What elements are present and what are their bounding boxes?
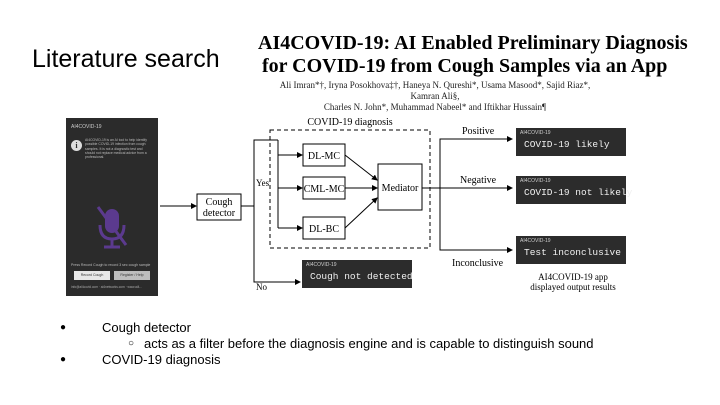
result-app-label: AI4COVID-19	[520, 130, 551, 136]
bullet-glyph: ●	[60, 354, 67, 365]
paper-title-line-1: AI4COVID-19: AI Enabled Preliminary Diag…	[258, 32, 688, 54]
result-text-inconclusive: Test inconclusive	[524, 247, 621, 258]
engine-label-cml-mc: CML-MC	[304, 184, 345, 195]
result-card-positive: AI4COVID-19 COVID-19 likely	[516, 128, 626, 156]
mediator-box	[377, 163, 423, 211]
no-branch-line	[253, 206, 301, 285]
cough-detector-label-1: Cough	[206, 197, 233, 208]
diagnosis-group-label: COVID-19 diagnosis	[307, 117, 392, 128]
bullet-text: COVID-19 diagnosis	[102, 352, 221, 367]
result-text-no-cough: Cough not detected	[310, 271, 413, 282]
authors-line-2: Charles N. John*, Muhammad Nabeel* and I…	[323, 102, 547, 112]
result-app-label: AI4COVID-19	[520, 238, 551, 244]
caption-line-1: AI4COVID-19 app	[538, 272, 608, 282]
cough-detector-box	[196, 193, 242, 221]
info-icon: i	[71, 140, 82, 151]
results-caption: AI4COVID-19 app displayed output results	[518, 272, 628, 292]
paper-title: AI4COVID-19: AI Enabled Preliminary Diag…	[258, 32, 688, 78]
mediator-label: Mediator	[382, 183, 419, 194]
register-button[interactable]: Register / Help	[114, 271, 150, 280]
inconclusive-label: Inconclusive	[452, 258, 504, 269]
positive-label: Positive	[462, 126, 495, 137]
positive-arrow	[422, 136, 513, 189]
result-card-inconclusive: AI4COVID-19 Test inconclusive	[516, 236, 626, 264]
engine-label-dl-bc: DL-BC	[309, 224, 339, 235]
muted-microphone-icon	[96, 206, 128, 249]
phone-press-text: Press Record Cough to record 3 sec cough…	[71, 263, 151, 267]
slide-title: Literature search	[32, 45, 220, 73]
yes-label: Yes	[256, 178, 270, 188]
result-text-negative: COVID-19 not likely	[524, 187, 633, 198]
inconclusive-arrow	[439, 188, 513, 253]
bullet-glyph: ●	[60, 322, 67, 333]
result-app-label: AI4COVID-19	[306, 262, 337, 268]
phone-app-title: AI4COVID-19	[71, 124, 102, 130]
result-card-negative: AI4COVID-19 COVID-19 not likely	[516, 176, 632, 204]
result-text-positive: COVID-19 likely	[524, 139, 610, 150]
cough-detector-label-2: detector	[203, 208, 236, 219]
engine-label-dl-mc: DL-MC	[308, 151, 341, 162]
no-label: No	[256, 282, 267, 292]
paper-title-line-2: for COVID-19 from Cough Samples via an A…	[262, 55, 668, 77]
sub-bullet-text: acts as a filter before the diagnosis en…	[144, 336, 594, 351]
bullet-text: Cough detector	[102, 320, 191, 335]
yes-branch-line	[241, 139, 278, 207]
phone-footer-text: info@ai4covid.com · ai4networks.com · ww…	[71, 285, 143, 289]
diagnosis-group-box	[269, 129, 431, 249]
phone-info-text: AI4COVID-19 is an AI tool to help identi…	[85, 138, 148, 160]
record-cough-button[interactable]: Record Cough	[74, 271, 110, 280]
phone-screenshot: AI4COVID-19 i AI4COVID-19 is an AI tool …	[66, 118, 158, 296]
result-app-label: AI4COVID-19	[520, 178, 551, 184]
sub-bullet-glyph: ○	[128, 338, 135, 349]
negative-label: Negative	[460, 175, 497, 186]
result-card-no-cough: AI4COVID-19 Cough not detected	[302, 260, 413, 288]
authors-line-1: Ali Imran*†, Iryna Posokhova‡†, Haneya N…	[279, 80, 591, 101]
paper-authors: Ali Imran*†, Iryna Posokhova‡†, Haneya N…	[275, 80, 595, 113]
caption-line-2: displayed output results	[530, 282, 616, 292]
